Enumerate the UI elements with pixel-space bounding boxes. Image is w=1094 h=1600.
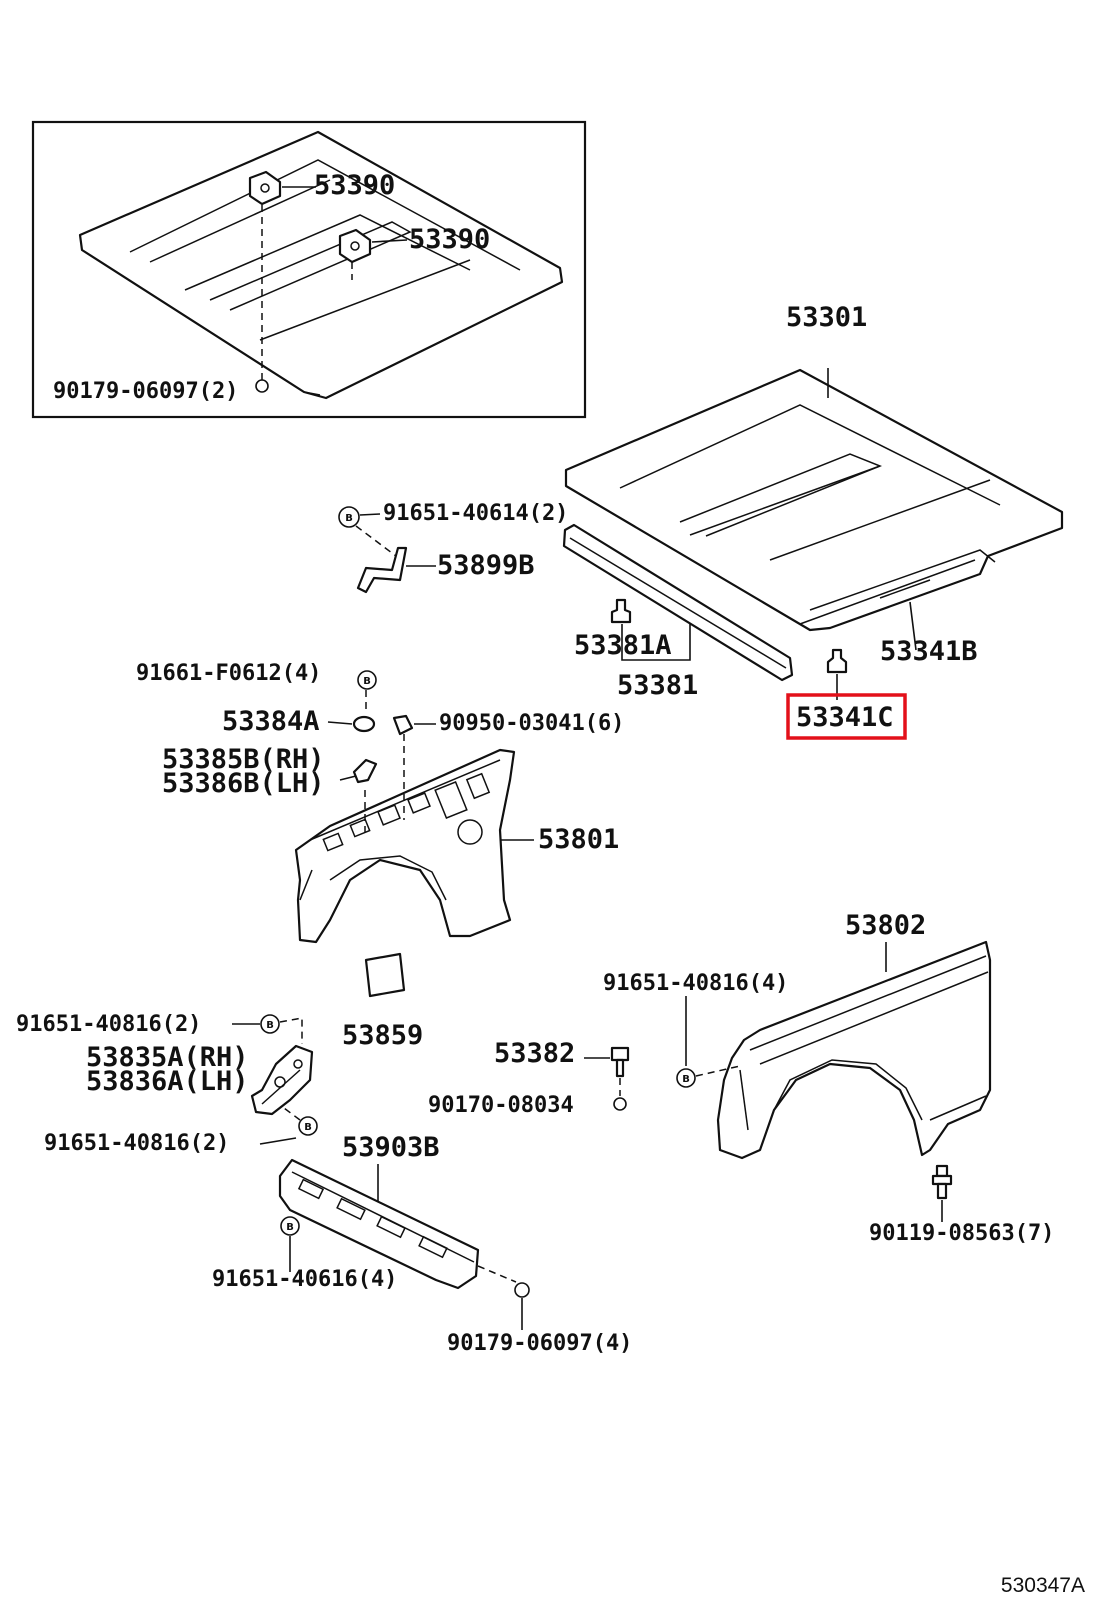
label-53390-lower: 53390 (409, 224, 490, 255)
label-53341b: 53341B (880, 636, 978, 667)
label-53801: 53801 (538, 824, 619, 855)
label-90119-08563: 90119-08563(7) (869, 1221, 1054, 1246)
front-panel-drawing (278, 1158, 480, 1290)
highlight-box (786, 693, 907, 740)
bolt-icon: B (357, 670, 377, 690)
label-91651-40816-2-upper: 91651-40816(2) (16, 1012, 201, 1037)
hood-support-rod-drawing (356, 546, 408, 594)
label-53802: 53802 (845, 910, 926, 941)
label-91651-40614: 91651-40614(2) (383, 501, 568, 526)
hood-hinge-bracket-upper (248, 170, 282, 206)
front-fender-drawing (716, 940, 992, 1160)
label-53835a: 53835A(RH) (86, 1042, 249, 1073)
inset-hood-drawing (78, 130, 564, 400)
label-91651-40816-2-lower: 91651-40816(2) (44, 1131, 229, 1156)
bolt-icon (610, 1046, 630, 1078)
nut-icon (255, 379, 269, 393)
label-53382: 53382 (494, 1038, 575, 1069)
label-53386b: 53386B(LH) (162, 768, 325, 799)
label-90950-03041: 90950-03041(6) (439, 711, 624, 736)
diagram-reference-code: 530347A (1001, 1574, 1085, 1597)
label-91651-40616: 91651-40616(4) (212, 1267, 397, 1292)
label-53390-upper: 53390 (314, 170, 395, 201)
label-53899b: 53899B (437, 550, 535, 581)
bolt-icon: B (676, 1068, 696, 1088)
label-53903b: 53903B (342, 1132, 440, 1163)
hood-panel-drawing (564, 368, 1064, 632)
bolt-icon: B (280, 1216, 300, 1236)
clip-nut-icon (392, 714, 414, 736)
bracket-icon (352, 758, 378, 784)
svg-text:B: B (304, 1122, 312, 1133)
nut-icon (613, 1097, 627, 1111)
bolt-icon: B (298, 1116, 318, 1136)
svg-text:B: B (345, 513, 353, 524)
label-53384a: 53384A (222, 706, 320, 737)
grommet-icon (352, 715, 376, 733)
nut-icon (514, 1282, 530, 1298)
label-90170-08034: 90170-08034 (428, 1093, 574, 1118)
label-53341c: 53341C (796, 702, 894, 733)
label-53301: 53301 (786, 302, 867, 333)
clip-icon (610, 598, 632, 624)
clip-icon (826, 648, 848, 674)
label-53385b: 53385B(RH) (162, 744, 325, 775)
bolt-icon: B (260, 1014, 280, 1034)
label-53836a: 53836A(LH) (86, 1066, 249, 1097)
hood-hinge-bracket-lower (338, 228, 372, 264)
inner-fender-drawing (294, 748, 516, 944)
label-53859: 53859 (342, 1020, 423, 1051)
seal-pad-drawing (364, 952, 406, 998)
label-91661-f0612: 91661-F0612(4) (136, 661, 321, 686)
hood-weatherstrip-drawing (562, 523, 794, 682)
hood-hinge-drawing (250, 1044, 314, 1116)
svg-text:B: B (363, 676, 371, 687)
label-53381a: 53381A (574, 630, 672, 661)
bolt-icon: B (338, 506, 360, 528)
label-90179-06097-4: 90179-06097(4) (447, 1331, 632, 1356)
label-91651-40816-4: 91651-40816(4) (603, 971, 788, 996)
inset-frame (31, 120, 587, 419)
bolt-icon (931, 1164, 953, 1200)
label-53381: 53381 (617, 670, 698, 701)
svg-text:B: B (266, 1020, 274, 1031)
svg-text:B: B (286, 1222, 294, 1233)
label-90179-06097-2: 90179-06097(2) (53, 379, 238, 404)
svg-text:B: B (682, 1074, 690, 1085)
